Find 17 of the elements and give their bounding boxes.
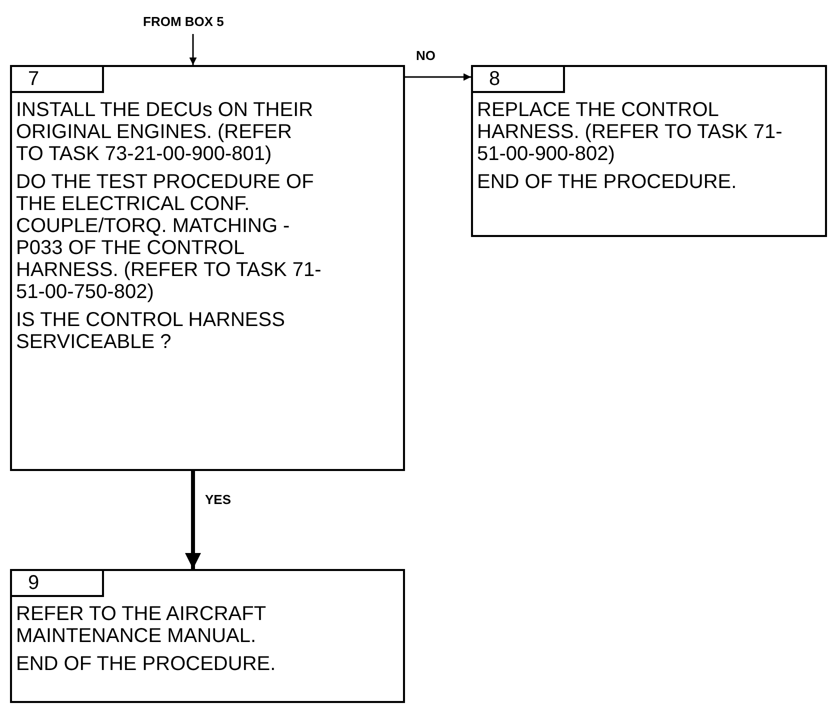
instruction-text: REPLACE THE CONTROL HARNESS. (REFER TO TASK 71-51-00-900-802): [476, 99, 784, 165]
process-box: [10, 569, 405, 703]
step-number: 7: [12, 67, 104, 93]
instruction-text: END OF THE PROCEDURE.: [15, 653, 277, 675]
process-box: [10, 65, 405, 471]
flow-label: FROM BOX 5: [143, 12, 224, 32]
step-number: 9: [12, 571, 104, 597]
instruction-text: IS THE CONTROL HARNESS SERVICEABLE ?: [15, 309, 286, 353]
process-box: [471, 65, 827, 237]
instruction-text: DO THE TEST PROCEDURE OF THE ELECTRICAL CONF. COUPLE/TORQ. MATCHING - P033 OF THE CONTROL HARNESS. (REFER TO TASK 71-51-00-750-802): [15, 171, 322, 303]
instruction-text: INSTALL THE DECUs ON THEIR ORIGINAL ENGINES. (REFER TO TASK 73-21-00-900-801): [15, 99, 314, 165]
instruction-text: END OF THE PROCEDURE.: [476, 171, 738, 193]
arrow: [185, 471, 201, 569]
arrow: [189, 34, 197, 65]
step-number: 8: [473, 67, 565, 93]
instruction-text: REFER TO THE AIRCRAFT MAINTENANCE MANUAL.: [15, 603, 267, 647]
arrow: [405, 73, 471, 81]
